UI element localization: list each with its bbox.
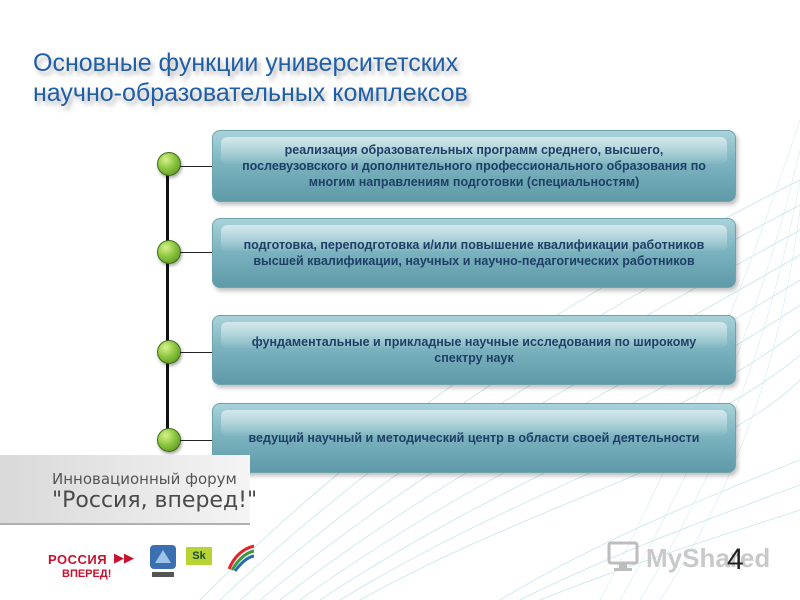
partner-leaf-logo xyxy=(227,544,255,572)
page-title: Основные функции университетских научно-… xyxy=(33,48,633,108)
forum-title-line2: "Россия, вперед!" xyxy=(52,488,258,513)
connector-4 xyxy=(180,440,216,441)
myshared-watermark: MyShared xyxy=(606,533,776,581)
forum-banner xyxy=(0,455,250,525)
function-card-3: фундаментальные и прикладные научные исс… xyxy=(212,315,736,385)
russia-logo-line2: ВПЕРЕД! xyxy=(62,568,112,580)
connector-1 xyxy=(180,166,216,167)
function-card-text: фундаментальные и прикладные научные исс… xyxy=(251,335,697,365)
function-card-4: ведущий научный и методический центр в о… xyxy=(212,403,736,473)
function-card-text: подготовка, переподготовка и/или повышен… xyxy=(243,238,705,268)
page-title-line1: Основные функции университетских xyxy=(33,49,459,77)
timeline-node-4 xyxy=(157,428,181,452)
russia-logo-arrows: ▶▶ xyxy=(114,550,134,565)
forum-title-line1: Инновационный форум xyxy=(52,470,237,488)
slide-number: 4 xyxy=(727,543,744,576)
timeline-node-3 xyxy=(157,340,181,364)
russia-logo-line1: РОССИЯ xyxy=(48,552,108,567)
monitor-icon xyxy=(607,541,639,571)
timeline-node-1 xyxy=(157,152,181,176)
connector-3 xyxy=(180,352,216,353)
skolkovo-logo: Sk xyxy=(186,547,212,565)
function-card-1: реализация образовательных программ сред… xyxy=(212,130,736,202)
connector-2 xyxy=(180,252,216,253)
function-card-text: реализация образовательных программ сред… xyxy=(242,143,706,189)
partner-emblem-logo xyxy=(150,545,176,577)
page-title-line2: научно-образовательных комплексов xyxy=(33,79,468,107)
timeline-node-2 xyxy=(157,240,181,264)
function-card-text: ведущий научный и методический центр в о… xyxy=(248,431,700,445)
myshared-text: MyShared xyxy=(646,543,771,573)
timeline-vertical-line xyxy=(166,163,169,440)
russia-forward-logo: РОССИЯ ▶▶ ВПЕРЕД! xyxy=(48,549,144,583)
function-card-2: подготовка, переподготовка и/или повышен… xyxy=(212,218,736,288)
